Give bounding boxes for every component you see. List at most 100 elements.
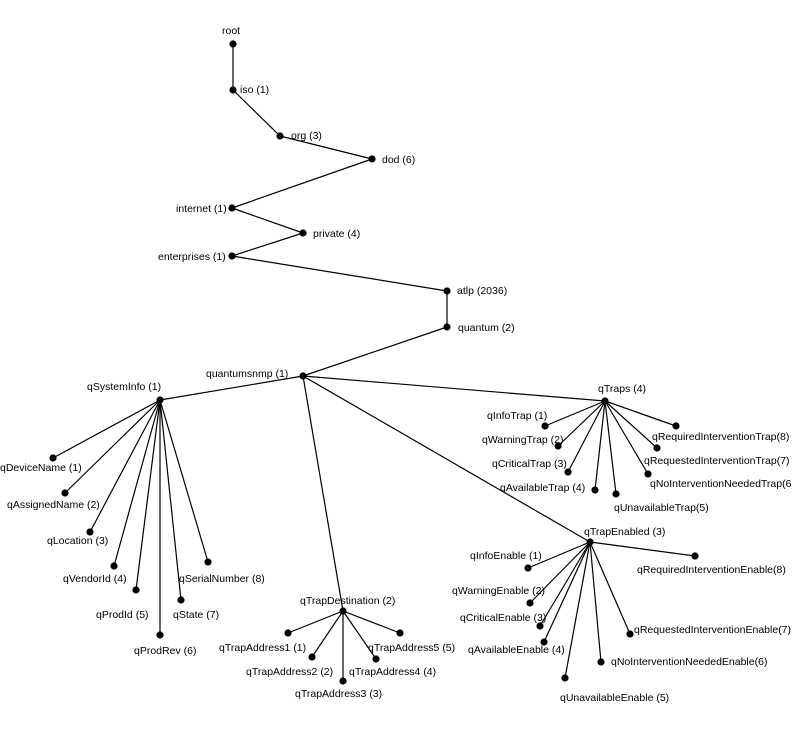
edge-qTraps-qRequestedInterventionTrap — [604, 400, 658, 449]
edge-qTraps-qUnavailableTrap — [604, 400, 617, 495]
node-dot-qRequestedInterventionEnable — [626, 630, 634, 638]
node-label-qWarningEnable: qWarningEnable (2) — [452, 585, 545, 597]
node-dot-qAssignedName — [61, 489, 69, 497]
edge-qSystemInfo-qSerialNumber — [159, 399, 209, 563]
node-label-qNoInterventionNeededEnable: qNoInterventionNeededEnable(6) — [611, 656, 767, 668]
edge-enterprises-atlp — [231, 255, 448, 292]
node-dot-qCriticalTrap — [564, 468, 572, 476]
node-label-root: root — [222, 25, 240, 37]
node-dot-quantum — [443, 323, 451, 331]
node-dot-qInfoTrap — [541, 422, 549, 430]
node-label-qRequiredInterventionEnable: qRequiredInterventionEnable(8) — [637, 564, 786, 576]
edge-qTrapEnabled-qRequiredInterventionEnable — [589, 541, 696, 557]
node-label-qVendorId: qVendorId (4) — [63, 573, 127, 585]
edge-qTraps-qWarningTrap — [557, 400, 606, 447]
node-dot-qAvailableTrap — [591, 486, 599, 494]
node-label-qAvailableTrap: qAvailableTrap (4) — [500, 482, 585, 494]
node-label-qTrapAddress4: qTrapAddress4 (4) — [349, 666, 436, 678]
node-dot-qState — [177, 596, 185, 604]
node-dot-qWarningTrap — [554, 442, 562, 450]
edge-qSystemInfo-qAssignedName — [64, 399, 161, 494]
node-dot-qSystemInfo — [156, 396, 164, 404]
edge-qTrapEnabled-qRequestedInterventionEnable — [589, 541, 631, 635]
node-label-iso: iso (1) — [240, 84, 269, 96]
node-label-qAssignedName: qAssignedName (2) — [7, 499, 100, 511]
node-dot-qCriticalEnable — [536, 622, 544, 630]
edge-qTrapEnabled-qWarningEnable — [529, 541, 591, 604]
node-dot-qTrapAddress4 — [372, 655, 380, 663]
edge-qTrapDestination-qTrapAddress4 — [342, 610, 377, 660]
tree-edges — [52, 44, 696, 681]
node-dot-qRequiredInterventionTrap — [672, 422, 680, 430]
node-dot-qNoInterventionNeededTrap — [644, 470, 652, 478]
node-dot-qSerialNumber — [204, 558, 212, 566]
node-dot-dod — [368, 155, 376, 163]
node-label-atlp: atlp (2036) — [457, 285, 507, 297]
edge-org-dod — [279, 135, 373, 160]
node-dot-qTrapAddress2 — [308, 653, 316, 661]
node-label-qDeviceName: qDeviceName (1) — [0, 462, 82, 474]
edge-iso-org — [232, 89, 281, 137]
edge-private-enterprises — [231, 232, 304, 257]
edge-dod-internet — [231, 158, 373, 209]
tree-nodes — [49, 40, 699, 685]
edge-qSystemInfo-qState — [159, 399, 182, 601]
edge-qTraps-qRequiredInterventionTrap — [604, 400, 677, 427]
node-label-qInfoEnable: qInfoEnable (1) — [470, 550, 542, 562]
node-label-qCriticalEnable: qCriticalEnable (3) — [460, 612, 546, 624]
node-dot-qDeviceName — [49, 454, 57, 462]
edge-quantumsnmp-qTrapEnabled — [302, 375, 591, 543]
node-label-dod: dod (6) — [382, 154, 415, 166]
node-label-qLocation: qLocation (3) — [47, 535, 108, 547]
edge-qTraps-qAvailableTrap — [594, 400, 606, 491]
edge-qTraps-qNoInterventionNeededTrap — [604, 400, 649, 475]
node-label-qProdId: qProdId (5) — [96, 609, 149, 621]
edge-quantumsnmp-qTrapDestination — [302, 375, 344, 612]
node-dot-internet — [228, 204, 236, 212]
node-dot-root — [229, 40, 237, 48]
node-label-qSystemInfo: qSystemInfo (1) — [87, 381, 161, 393]
node-dot-qTrapAddress3 — [339, 677, 347, 685]
node-label-qRequestedInterventionEnable: qRequestedInterventionEnable(7) — [634, 624, 791, 636]
edge-qTraps-qCriticalTrap — [567, 400, 606, 473]
node-dot-qTraps — [601, 397, 609, 405]
node-label-qUnavailableTrap: qUnavailableTrap(5) — [614, 502, 709, 514]
node-label-qTrapAddress1: qTrapAddress1 (1) — [219, 642, 306, 654]
edge-qTrapDestination-qTrapAddress2 — [311, 610, 344, 658]
node-label-internet: internet (1) — [176, 203, 227, 215]
node-label-qTrapEnabled: qTrapEnabled (3) — [584, 526, 665, 538]
edge-quantum-quantumsnmp — [302, 326, 448, 377]
edge-qTrapEnabled-qNoInterventionNeededEnable — [589, 541, 602, 663]
edge-qSystemInfo-qProdId — [135, 399, 161, 591]
node-dot-qWarningEnable — [526, 599, 534, 607]
node-label-qUnavailableEnable: qUnavailableEnable (5) — [560, 692, 669, 704]
node-dot-qProdRev — [156, 631, 164, 639]
node-dot-qRequiredInterventionEnable — [691, 552, 699, 560]
node-label-qProdRev: qProdRev (6) — [134, 645, 196, 657]
node-label-qTrapAddress2: qTrapAddress2 (2) — [246, 666, 333, 678]
node-label-qTraps: qTraps (4) — [598, 383, 646, 395]
node-dot-qTrapDestination — [339, 607, 347, 615]
node-label-qState: qState (7) — [173, 609, 219, 621]
node-dot-qAvailableEnable — [540, 638, 548, 646]
node-dot-atlp — [443, 287, 451, 295]
edge-qTrapEnabled-qAvailableEnable — [543, 541, 591, 643]
edge-qSystemInfo-qVendorId — [113, 399, 161, 567]
node-label-qNoInterventionNeededTrap: qNoInterventionNeededTrap(6) — [650, 478, 792, 490]
node-label-enterprises: enterprises (1) — [158, 251, 226, 263]
node-dot-qProdId — [132, 586, 140, 594]
edge-qTraps-qInfoTrap — [544, 400, 606, 427]
edge-qSystemInfo-qLocation — [89, 399, 161, 533]
node-label-qCriticalTrap: qCriticalTrap (3) — [492, 458, 567, 470]
node-dot-qNoInterventionNeededEnable — [597, 658, 605, 666]
node-dot-quantumsnmp — [299, 372, 307, 380]
node-dot-iso — [229, 86, 237, 94]
node-dot-private — [299, 229, 307, 237]
edge-qSystemInfo-qDeviceName — [52, 399, 161, 459]
node-dot-qUnavailableEnable — [561, 674, 569, 682]
node-dot-qTrapEnabled — [586, 538, 594, 546]
node-label-qAvailableEnable: qAvailableEnable (4) — [468, 644, 565, 656]
node-label-org: org (3) — [291, 130, 322, 142]
